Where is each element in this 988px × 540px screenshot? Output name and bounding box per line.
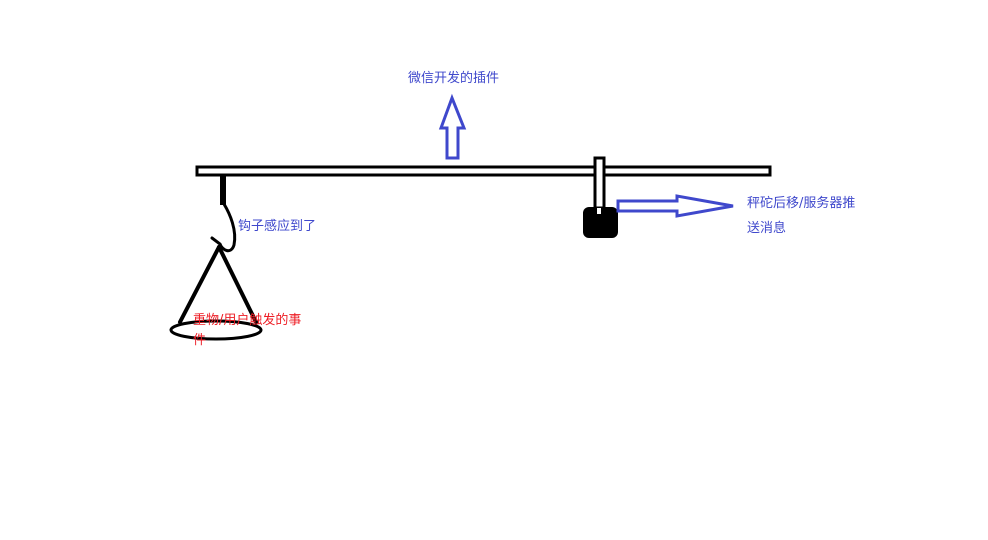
hook (210, 175, 237, 253)
weight-cone (169, 245, 263, 341)
counterweight (583, 156, 618, 238)
weight-label-line2: 件 (193, 333, 207, 348)
plugin-label: 微信开发的插件 (408, 71, 500, 86)
steelyard-beam (195, 165, 772, 177)
right-arrow-icon (616, 194, 734, 218)
hook-sensed-label: 钩子感应到了 (238, 219, 317, 234)
up-arrow-icon (438, 93, 467, 160)
counterweight-label-line1: 秤砣后移/服务器推 (747, 196, 856, 211)
counterweight-label-line2: 送消息 (747, 221, 787, 236)
weight-label-line1: 重物/用户触发的事 (193, 313, 302, 328)
